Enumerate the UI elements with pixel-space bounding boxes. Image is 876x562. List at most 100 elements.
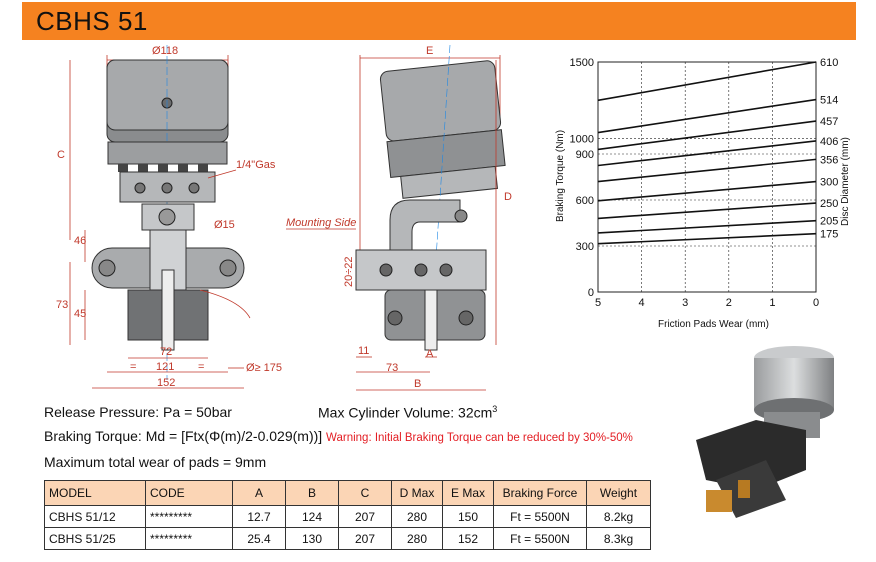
mounting-side-label: Mounting Side — [286, 217, 356, 229]
table-row: CBHS 51/25 ********* 25.4 130 207 280 15… — [44, 527, 651, 550]
cell-model: CBHS 51/25 — [44, 527, 146, 550]
series-line — [597, 98, 817, 134]
series-label: 610 — [820, 57, 838, 69]
dim-72: 72 — [160, 346, 172, 358]
x-tick-label: 5 — [595, 297, 601, 309]
dim-46: 46 — [74, 235, 86, 247]
y-tick-label: 600 — [576, 195, 594, 207]
cell-model: CBHS 51/12 — [44, 505, 146, 528]
dim-121: 121 — [156, 361, 174, 373]
col-b: B — [285, 480, 339, 506]
dim-e: E — [426, 45, 433, 57]
y-tick-label: 1000 — [570, 134, 594, 146]
cell-c: 207 — [338, 527, 392, 550]
braking-torque-formula: Braking Torque: Md = [Ftx(Φ(m)/2-0.029(m… — [44, 428, 633, 444]
col-weight: Weight — [586, 480, 651, 506]
series-line — [597, 61, 817, 102]
series-line — [597, 232, 817, 245]
release-pressure: Release Pressure: Pa = 50bar — [44, 404, 232, 420]
col-c: C — [338, 480, 392, 506]
chart-grid — [597, 61, 817, 293]
dim-eq-left: = — [130, 361, 136, 373]
right-axis-label: Disc Diameter (mm) — [840, 137, 851, 226]
dim-73-side: 73 — [386, 362, 398, 374]
series-line — [597, 180, 817, 202]
cell-weight: 8.3kg — [586, 527, 651, 550]
cell-code: ********* — [145, 505, 233, 528]
col-e-max: E Max — [442, 480, 494, 506]
torque-warning: Warning: Initial Braking Torque can be r… — [326, 432, 633, 444]
dim-disc-min: Ø≥ 175 — [246, 362, 282, 374]
table-row: CBHS 51/12 ********* 12.7 124 207 280 15… — [44, 505, 651, 528]
y-tick-label: 900 — [576, 149, 594, 161]
front-view-drawing: Ø118 1/4"Gas Ø15 C — [56, 45, 282, 389]
braking-torque-text: Braking Torque: Md = [Ftx(Φ(m)/2-0.029(m… — [44, 428, 323, 444]
series-line — [597, 219, 817, 234]
dim-45: 45 — [74, 308, 86, 320]
series-label: 457 — [820, 116, 838, 128]
series-label: 175 — [820, 229, 838, 241]
series-label: 406 — [820, 136, 838, 148]
y-tick-label: 1500 — [570, 57, 594, 69]
product-photo — [696, 346, 834, 518]
col-braking-force: Braking Force — [493, 480, 587, 506]
x-tick-label: 0 — [813, 297, 819, 309]
max-cylinder-volume: Max Cylinder Volume: 32cm3 — [318, 404, 497, 421]
cell-c: 207 — [338, 505, 392, 528]
dim-20-22: 20÷22 — [343, 256, 355, 287]
cell-weight: 8.2kg — [586, 505, 651, 528]
cell-a: 25.4 — [232, 527, 286, 550]
x-tick-label: 2 — [726, 297, 732, 309]
max-cylinder-volume-superscript: 3 — [492, 404, 498, 414]
col-code: CODE — [145, 480, 233, 506]
series-line — [597, 158, 817, 183]
y-tick-label: 0 — [588, 287, 594, 299]
series-line — [597, 140, 817, 167]
model-spec-table: MODEL CODE A B C D Max E Max Braking For… — [44, 480, 651, 550]
cell-code: ********* — [145, 527, 233, 550]
dim-d: D — [504, 191, 512, 203]
y-tick-label: 300 — [576, 241, 594, 253]
cell-braking-force: Ft = 5500N — [493, 505, 587, 528]
plot-frame — [597, 61, 817, 293]
dim-gas-port: 1/4"Gas — [236, 159, 276, 171]
max-cylinder-volume-text: Max Cylinder Volume: 32cm — [318, 404, 493, 421]
dim-a: A — [426, 348, 434, 360]
page-title: CBHS 51 — [36, 6, 148, 36]
cell-braking-force: Ft = 5500N — [493, 527, 587, 550]
table-header-row: MODEL CODE A B C D Max E Max Braking For… — [44, 480, 651, 506]
col-a: A — [232, 480, 286, 506]
cell-d-max: 280 — [391, 527, 443, 550]
cell-b: 124 — [285, 505, 339, 528]
x-tick-label: 4 — [639, 297, 645, 309]
series-line — [597, 202, 817, 220]
cell-a: 12.7 — [232, 505, 286, 528]
cell-e-max: 152 — [442, 527, 494, 550]
x-tick-label: 3 — [682, 297, 688, 309]
cell-e-max: 150 — [442, 505, 494, 528]
series-label: 356 — [820, 154, 838, 166]
dim-11: 11 — [358, 345, 369, 357]
series-label: 205 — [820, 216, 838, 228]
dim-diameter-15: Ø15 — [214, 219, 235, 231]
dim-b: B — [414, 378, 421, 390]
series-label: 300 — [820, 177, 838, 189]
dim-eq-right: = — [198, 361, 204, 373]
technical-drawings: Ø118 1/4"Gas Ø15 C — [56, 44, 512, 391]
x-axis-label: Friction Pads Wear (mm) — [658, 319, 769, 330]
title-banner: CBHS 51 — [22, 2, 856, 40]
chart-series — [597, 61, 817, 245]
series-label: 250 — [820, 198, 838, 210]
cell-d-max: 280 — [391, 505, 443, 528]
dim-diameter-118: Ø118 — [152, 45, 178, 57]
col-model: MODEL — [44, 480, 146, 506]
x-tick-label: 1 — [769, 297, 775, 309]
col-d-max: D Max — [391, 480, 443, 506]
dim-c: C — [57, 149, 65, 161]
dim-152: 152 — [157, 377, 175, 389]
max-pad-wear: Maximum total wear of pads = 9mm — [44, 454, 267, 470]
side-view-drawing: E Mounting Side 20÷22 D 11 A 73 — [286, 44, 512, 391]
series-line — [597, 120, 817, 151]
